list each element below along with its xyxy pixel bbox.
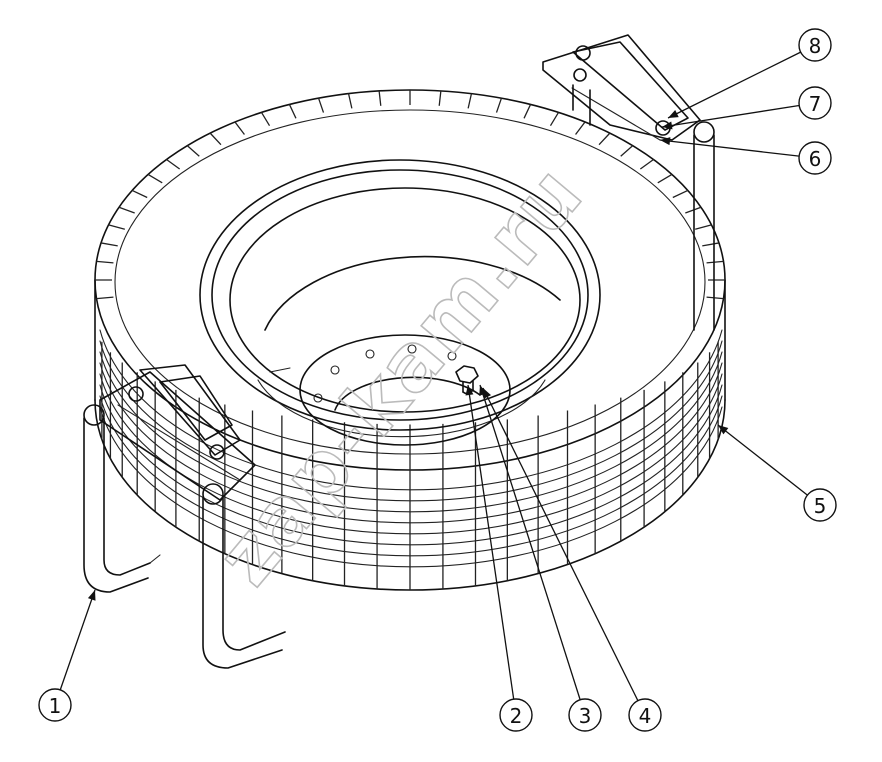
callout-circle [798,86,832,120]
callout-1: 1 [38,589,96,722]
tread-groove [467,93,473,109]
callout-circle [798,141,832,175]
tread-groove [118,206,135,214]
callout-4: 4 [482,387,662,732]
right-bracket [542,34,701,141]
leader-arrowhead [87,590,96,601]
tread-groove [186,145,200,157]
tread-row [99,351,723,513]
tread-row [99,384,723,546]
tread-groove [672,189,689,199]
tread-groove [347,93,353,109]
watermark: zap-kam.ru [201,149,601,602]
callout-5: 5 [717,424,837,522]
leader-line [717,424,808,496]
tread-groove [657,173,673,184]
tread-groove [166,158,181,170]
tread-groove [575,121,586,135]
wheel-rim [199,159,601,446]
leader-arrowhead [660,137,671,146]
tread-groove [523,104,532,119]
callout-circle [798,28,832,62]
leader-line [659,139,800,157]
tread-groove [620,145,634,157]
callout-label: 8 [809,34,822,58]
tread-groove [378,90,382,106]
leader-line [467,384,515,700]
tread-groove [96,260,114,264]
right-tube-frame [572,84,715,331]
tread-row [99,362,723,524]
tread-groove [209,132,222,146]
callout-circle [628,698,662,732]
leader-arrowhead [668,109,679,118]
leader-line [661,104,800,128]
callout-circle [568,698,602,732]
tread-groove [639,158,654,170]
tread-groove [131,189,148,199]
callout-label: 3 [579,704,592,728]
tread-groove [317,97,325,113]
left-bracket [99,364,256,501]
tread-groove [147,173,163,184]
tread-groove [100,242,118,247]
leader-arrowhead [483,388,492,399]
tread-groove [702,242,720,247]
tread-groove [495,97,503,113]
leader-line [667,51,801,119]
tread-groove [108,224,125,230]
callout-7: 7 [661,86,832,130]
callout-8: 8 [667,28,832,119]
tread-groove [706,260,724,264]
callout-label: 5 [814,494,827,518]
callout-label: 1 [49,694,62,718]
callout-6: 6 [659,137,832,175]
tread-groove [706,296,724,300]
tread-row [99,373,723,535]
callout-circle [38,688,72,722]
tread-top [95,90,725,300]
callout-circle [499,698,533,732]
tread-groove [598,132,611,146]
callout-label: 6 [809,147,822,171]
tread-side [99,329,723,590]
callout-label: 4 [639,704,652,728]
leader-line [59,589,96,691]
tread-groove [549,112,560,127]
tread-groove [695,224,712,230]
callout-circle [803,488,837,522]
leader-line [479,384,581,700]
callout-label: 2 [510,704,523,728]
callouts: 1 2 3 4 5 6 7 8 [38,28,837,732]
tread-groove [260,112,271,127]
callout-3: 3 [479,384,602,732]
leader-arrowhead [718,425,729,435]
leader-line [482,387,639,701]
callout-2: 2 [465,384,533,732]
tread-groove [96,296,114,300]
tread-row [99,340,723,502]
tread-groove [288,104,297,119]
tread-groove [234,121,245,135]
tread-groove [438,90,442,106]
tread-row [99,406,723,568]
leader-arrowhead [465,385,474,396]
left-tube-frame [83,404,286,669]
tread-row [99,329,723,491]
callout-label: 7 [809,92,822,116]
tread-groove [685,206,702,214]
leader-arrowhead [662,121,673,130]
tread-row [99,395,723,557]
